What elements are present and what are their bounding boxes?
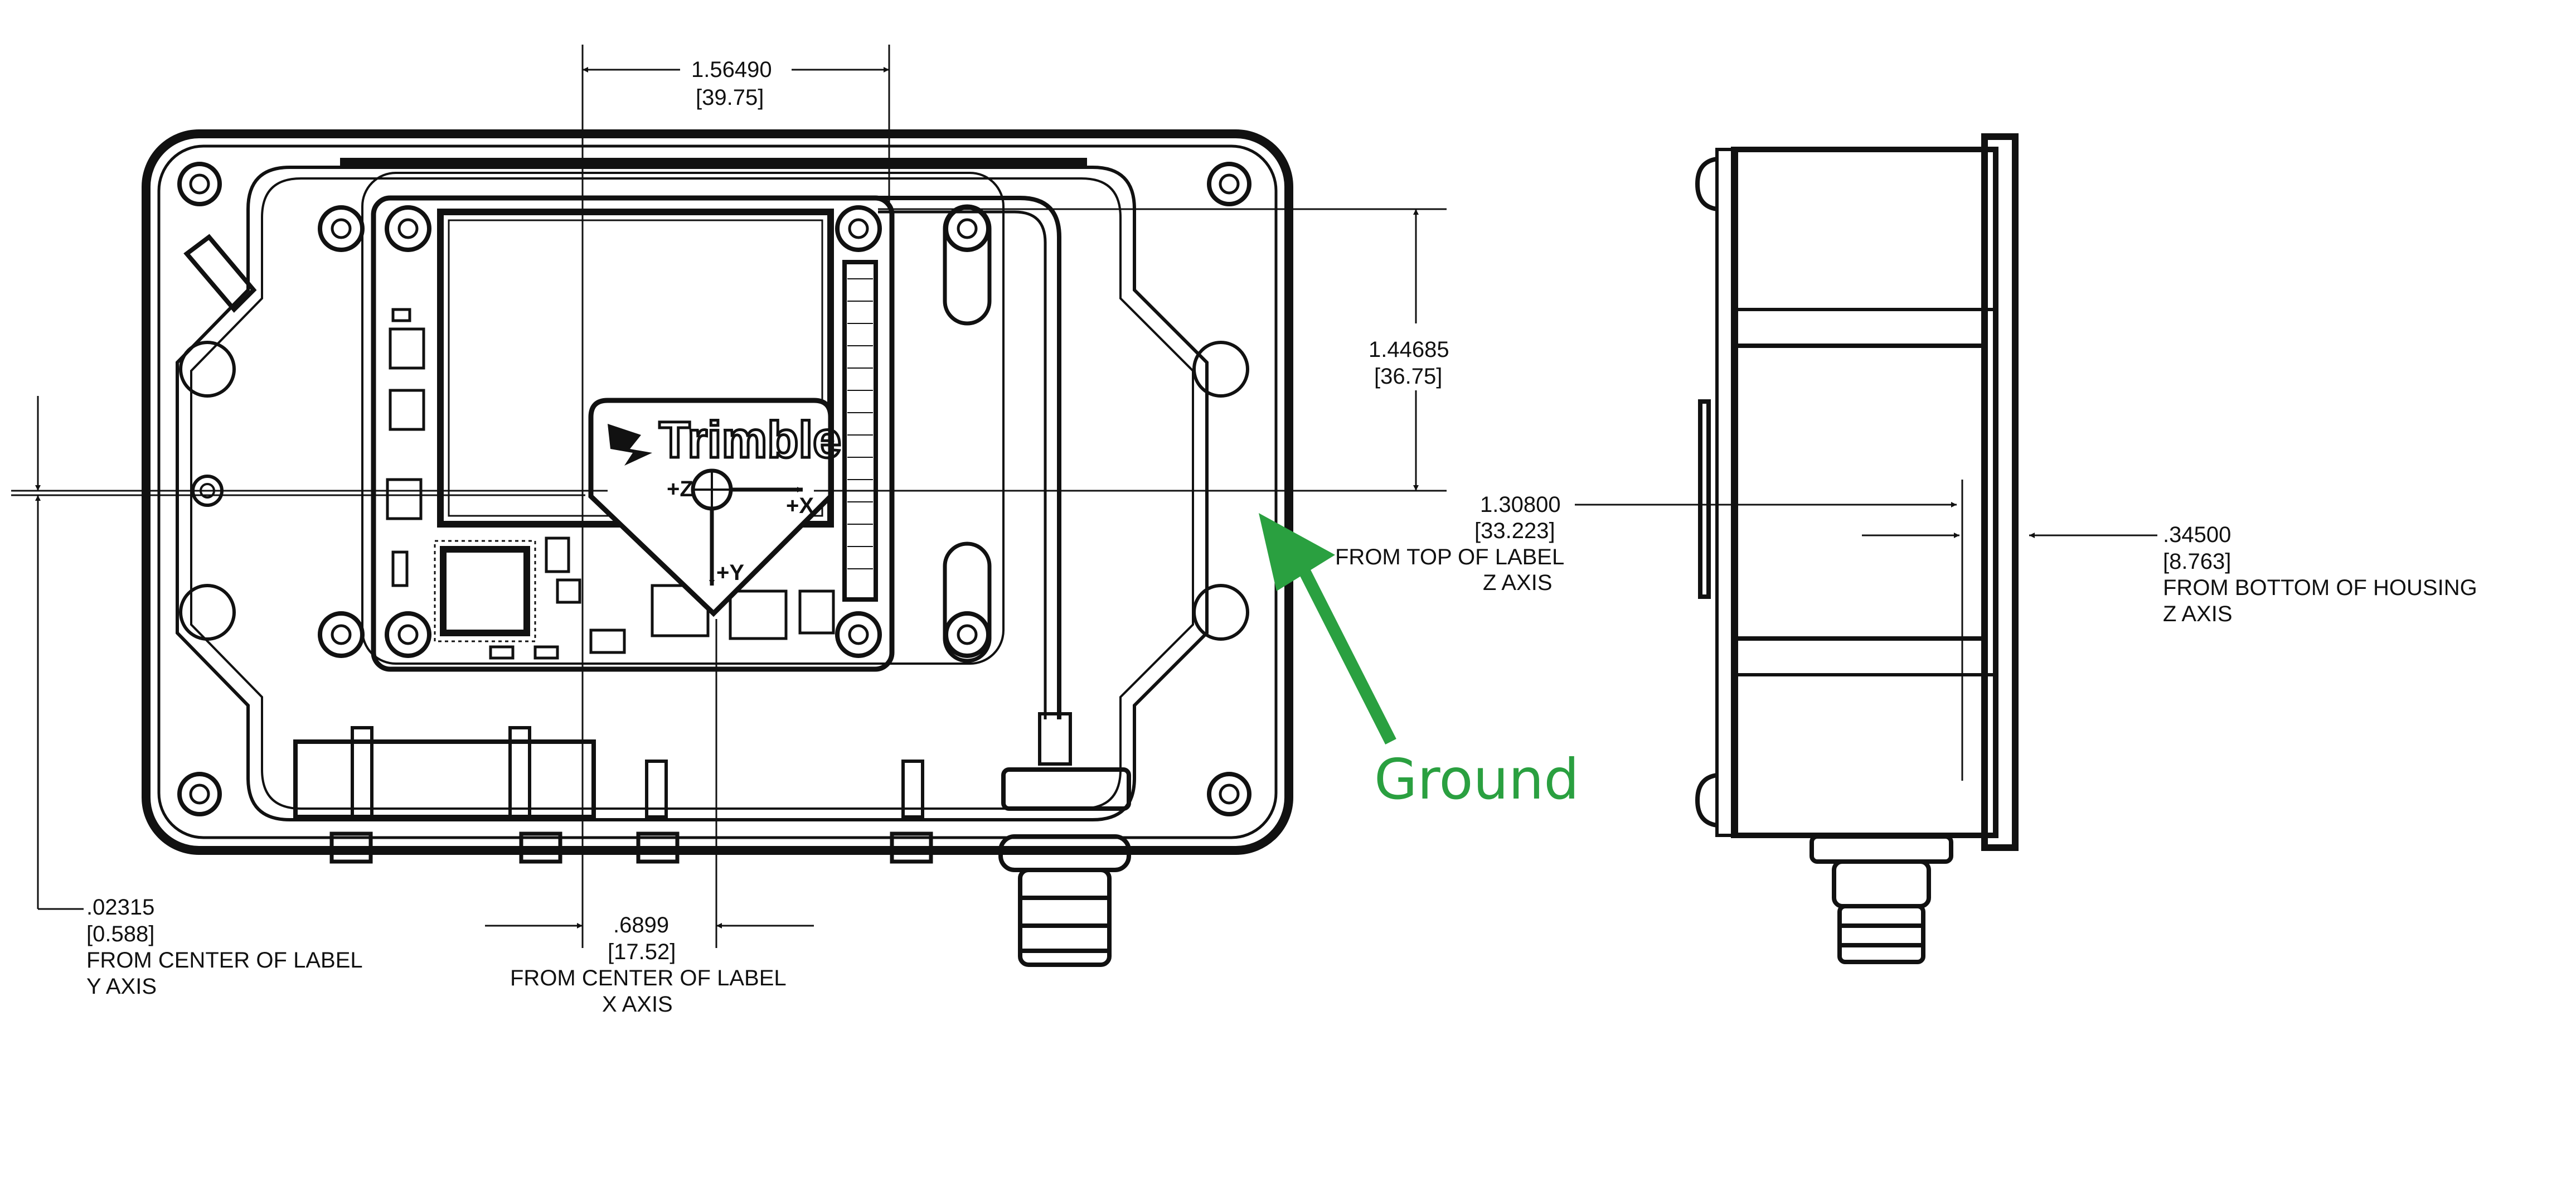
sma-connector xyxy=(998,767,1131,967)
dim-y-offset-mm: [0.588] xyxy=(86,922,154,946)
axis-label-y: +Y xyxy=(716,560,744,585)
housing-cavity xyxy=(176,166,1209,821)
dim-z-housing-line2: Z AXIS xyxy=(2163,602,2233,626)
dim-x-offset-line2: X AXIS xyxy=(602,992,673,1017)
side-view xyxy=(1695,133,2019,964)
standoff-slot-top xyxy=(943,204,992,326)
pcb-inner-outline xyxy=(361,172,1005,665)
axis-label-x: +X xyxy=(786,494,814,518)
left-tab xyxy=(183,234,257,313)
side-housing-body xyxy=(1731,147,1998,838)
antenna-cable xyxy=(878,196,1061,719)
ground-annotation: Ground xyxy=(1259,513,1579,812)
dim-right-height-mm: [36.75] xyxy=(1374,364,1442,389)
housing-outer xyxy=(142,129,1293,855)
side-housing-flange xyxy=(1981,133,2019,851)
axis-label-z: +Z xyxy=(667,477,693,501)
pcb-screws xyxy=(318,205,991,658)
dim-z-label-in: 1.30800 xyxy=(1480,492,1561,517)
side-label-plate xyxy=(1698,399,1711,599)
antenna-cable-inner xyxy=(878,210,1047,719)
standoff-slot-bottom xyxy=(943,541,992,663)
ground-arrow-head xyxy=(1259,513,1335,591)
dim-y-offset-line1: FROM CENTER OF LABEL xyxy=(86,948,363,973)
side-housing-back xyxy=(1715,148,1738,837)
ic-chip xyxy=(440,546,530,636)
housing-inner-edge xyxy=(157,144,1278,839)
dim-z-housing-in: .34500 xyxy=(2163,523,2231,547)
dim-y-offset-in: .02315 xyxy=(86,895,154,920)
side-screw-top xyxy=(1695,157,1718,211)
corner-screws xyxy=(177,162,1251,816)
bottom-feet xyxy=(329,831,933,864)
side-sma-connector xyxy=(1809,834,1953,964)
header-pins xyxy=(847,278,873,569)
ic-chip-pins xyxy=(434,540,536,642)
dim-z-label-line2: Z AXIS xyxy=(1483,570,1553,595)
dim-right-height-in: 1.44685 xyxy=(1369,337,1449,362)
dim-y-offset-line2: Y AXIS xyxy=(86,974,157,999)
dim-z-label-mm: [33.223] xyxy=(1474,519,1555,543)
dim-x-offset-mm: [17.52] xyxy=(608,940,676,964)
dim-z-housing-mm: [8.763] xyxy=(2163,549,2231,574)
dimension-lines xyxy=(11,45,2157,948)
trimble-logo: Trimble xyxy=(608,410,843,470)
dimension-text: 1.56490 [39.75] 1.44685 [36.75] .02315 [… xyxy=(86,57,2477,1017)
dim-z-label-line1: FROM TOP OF LABEL xyxy=(1335,545,1564,569)
bottom-latches xyxy=(351,726,924,819)
dim-top-width-in: 1.56490 xyxy=(691,57,772,82)
trimble-logo-text: Trimble xyxy=(659,412,841,468)
pcb-board xyxy=(371,195,895,672)
cable-ferrule xyxy=(1038,712,1072,766)
label-axis-marker xyxy=(691,468,803,586)
trimble-logo-icon xyxy=(608,424,652,466)
side-screw-bottom xyxy=(1695,773,1718,828)
dim-z-housing-line1: FROM BOTTOM OF HOUSING xyxy=(2163,576,2477,600)
bottom-connector-block xyxy=(293,739,596,819)
dim-x-offset-line1: FROM CENTER OF LABEL xyxy=(510,966,787,990)
ground-label: Ground xyxy=(1374,747,1579,812)
ground-arrow-shaft xyxy=(1285,541,1396,744)
small-components xyxy=(386,308,835,660)
dim-top-width-mm: [39.75] xyxy=(696,85,764,110)
dim-x-offset-in: .6899 xyxy=(613,913,669,937)
front-view xyxy=(142,129,1293,967)
header-connector xyxy=(842,260,878,602)
